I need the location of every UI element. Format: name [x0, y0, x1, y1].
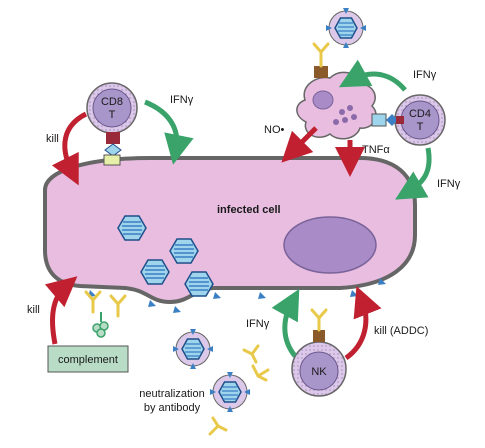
- complement-proteins: [92, 312, 109, 338]
- ifng-nk-label: IFNγ: [246, 318, 270, 330]
- infected-cell: infected cell: [43, 156, 417, 305]
- tnfa-label: TNFα: [362, 144, 390, 156]
- cd4-t-cell: CD4 T: [371, 94, 446, 146]
- cd8-kill-arrow: [51, 111, 88, 186]
- no-arrow: [281, 126, 318, 163]
- infected-cell-label: infected cell: [217, 204, 281, 216]
- virus-icon: [169, 238, 199, 264]
- virus-icon: [140, 259, 170, 285]
- complement-label: complement: [58, 354, 118, 366]
- virus-icon: [326, 8, 366, 48]
- nk-cell: NK: [291, 330, 347, 397]
- cd8-ifng-arrow: [144, 99, 194, 165]
- nk-label: NK: [311, 366, 327, 378]
- antibody-icon: [208, 344, 270, 436]
- complement-box: complement: [47, 345, 129, 373]
- adcc-kill-arrow: [344, 286, 382, 361]
- kill-cd8-label: kill: [46, 133, 59, 145]
- kill-complement-label: kill: [27, 304, 40, 316]
- neutralization-label-line2: by antibody: [144, 402, 201, 414]
- no-label: NO•: [264, 124, 285, 136]
- nk-ifng-arrow: [271, 288, 300, 358]
- ifng-cd4-right-label: IFNγ: [437, 178, 461, 190]
- antibody-icon: [84, 290, 127, 318]
- cd8-label: CD8: [101, 96, 123, 108]
- antibody-icon: [310, 308, 328, 332]
- cd8-t-label: T: [109, 109, 116, 121]
- complement-kill-arrow: [44, 276, 78, 345]
- virus-icon: [117, 215, 147, 241]
- neutralization-label-line1: neutralization: [139, 388, 204, 400]
- cd4-ifng-top-arrow: [338, 59, 407, 92]
- cd4-label: CD4: [409, 108, 431, 120]
- virus-icon: [173, 329, 213, 369]
- ifng-cd4-top-label: IFNγ: [413, 69, 437, 81]
- cd4-t-label: T: [417, 121, 424, 133]
- antibody-icon: [312, 42, 330, 68]
- ifng-cd8-label: IFNγ: [170, 94, 194, 106]
- cd4-ifng-right-arrow: [395, 147, 432, 200]
- nucleus: [283, 216, 377, 274]
- virus-icon: [210, 372, 250, 412]
- virus-icon: [184, 271, 214, 297]
- cd8-t-cell: CD8 T: [86, 82, 138, 166]
- kill-adcc-label: kill (ADDC): [374, 325, 428, 337]
